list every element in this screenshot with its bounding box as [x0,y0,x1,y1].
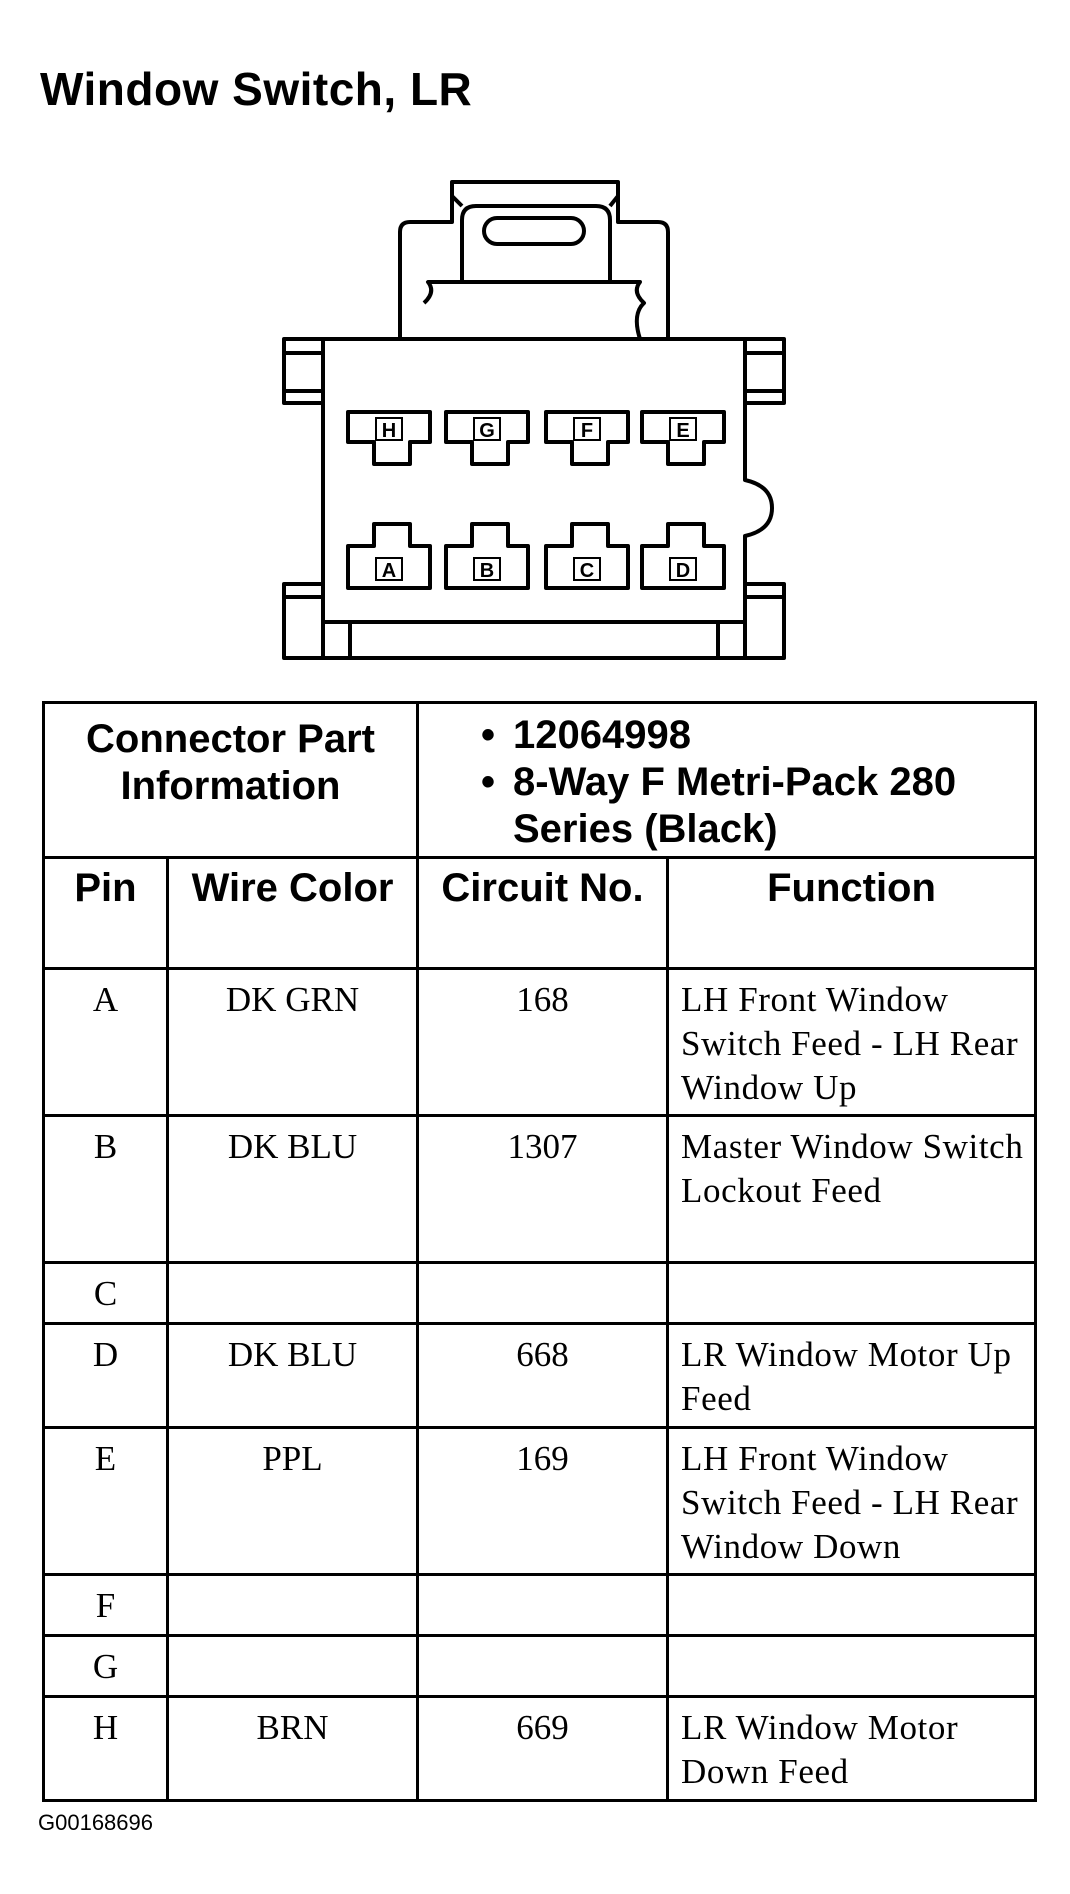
connector-ear-bottom-right [743,582,786,660]
wire-color-cell [166,1573,419,1637]
connector-lock-housing [398,180,670,339]
terminal-label-f: F [581,420,593,442]
terminal-h [346,410,432,466]
connector-info-list: 12064998 8-Way F Metri-Pack 280 Series (… [415,701,1038,859]
figure-id: G00168696 [38,1810,153,1835]
connector-lock-slot [482,216,586,246]
terminal-label-e: E [676,420,689,442]
column-header-circuit-no: Circuit No. [416,856,669,970]
function-cell: LH Front Window Switch Feed - LH Rear Wi… [665,1426,1038,1576]
connector-ear-top-left [282,337,325,405]
function-cell: LR Window Motor Up Feed [665,1322,1038,1429]
wire-color-cell: DK GRN [166,967,419,1117]
terminal-label-b: B [480,560,494,582]
circuit-cell: 169 [416,1426,669,1576]
terminal-e [640,410,726,466]
column-header-wire-color: Wire Color [166,856,419,970]
function-cell: LH Front Window Switch Feed - LH Rear Wi… [665,967,1038,1117]
function-cell [665,1573,1038,1637]
connector-pinout-table: Connector Part Information 12064998 8-Wa… [42,701,1038,1802]
pin-cell: E [42,1426,169,1576]
table-row: B DK BLU 1307 Master Window Switch Locko… [42,1114,1038,1264]
terminal-f [544,410,630,466]
circuit-cell [416,1573,669,1637]
terminal-label-c: C [580,560,594,582]
circuit-cell: 168 [416,967,669,1117]
connector-face-diagram: H G F E A B C D [282,180,786,660]
wire-color-cell [166,1261,419,1325]
connector-ear-bottom-left [282,582,325,660]
function-cell: Master Window Switch Lockout Feed [665,1114,1038,1264]
connector-body [321,337,774,624]
terminal-a [346,522,432,590]
circuit-cell: 668 [416,1322,669,1429]
circuit-cell [416,1261,669,1325]
column-header-pin: Pin [42,856,169,970]
table-row: G [42,1634,1038,1698]
page-title: Window Switch, LR [40,63,473,115]
connector-info-label: Connector Part Information [42,701,419,859]
wire-color-cell: DK BLU [166,1114,419,1264]
terminal-g [444,410,530,466]
wire-color-cell: BRN [166,1695,419,1802]
connector-info-row: Connector Part Information 12064998 8-Wa… [42,701,1038,859]
connector-lock-ramp [422,280,646,340]
terminal-c [544,522,630,590]
wire-color-cell: DK BLU [166,1322,419,1429]
terminal-label-g: G [479,420,495,442]
pin-cell: B [42,1114,169,1264]
table-row: E PPL 169 LH Front Window Switch Feed - … [42,1426,1038,1576]
circuit-cell: 669 [416,1695,669,1802]
table-row: F [42,1573,1038,1637]
terminal-label-d: D [676,560,690,582]
terminal-d [640,522,726,590]
pin-cell: D [42,1322,169,1429]
pin-cell: G [42,1634,169,1698]
pin-cell: C [42,1261,169,1325]
pin-cell: H [42,1695,169,1802]
connector-type: 8-Way F Metri-Pack 280 Series (Black) [481,759,1034,853]
terminal-b [444,522,530,590]
column-header-function: Function [665,856,1038,970]
pin-cell: A [42,967,169,1117]
table-row: D DK BLU 668 LR Window Motor Up Feed [42,1322,1038,1429]
connector-part-number: 12064998 [481,712,1034,759]
table-row: H BRN 669 LR Window Motor Down Feed [42,1695,1038,1802]
function-cell: LR Window Motor Down Feed [665,1695,1038,1802]
function-cell [665,1634,1038,1698]
connector-lock-latch [460,204,612,284]
circuit-cell [416,1634,669,1698]
connector-ear-top-right [743,337,786,405]
table-row: C [42,1261,1038,1325]
terminal-label-a: A [382,560,396,582]
circuit-cell: 1307 [416,1114,669,1264]
pin-cell: F [42,1573,169,1637]
table-row: A DK GRN 168 LH Front Window Switch Feed… [42,967,1038,1117]
wire-color-cell [166,1634,419,1698]
function-cell [665,1261,1038,1325]
terminal-label-h: H [382,420,396,442]
wire-color-cell: PPL [166,1426,419,1576]
column-header-row: Pin Wire Color Circuit No. Function [42,856,1038,970]
